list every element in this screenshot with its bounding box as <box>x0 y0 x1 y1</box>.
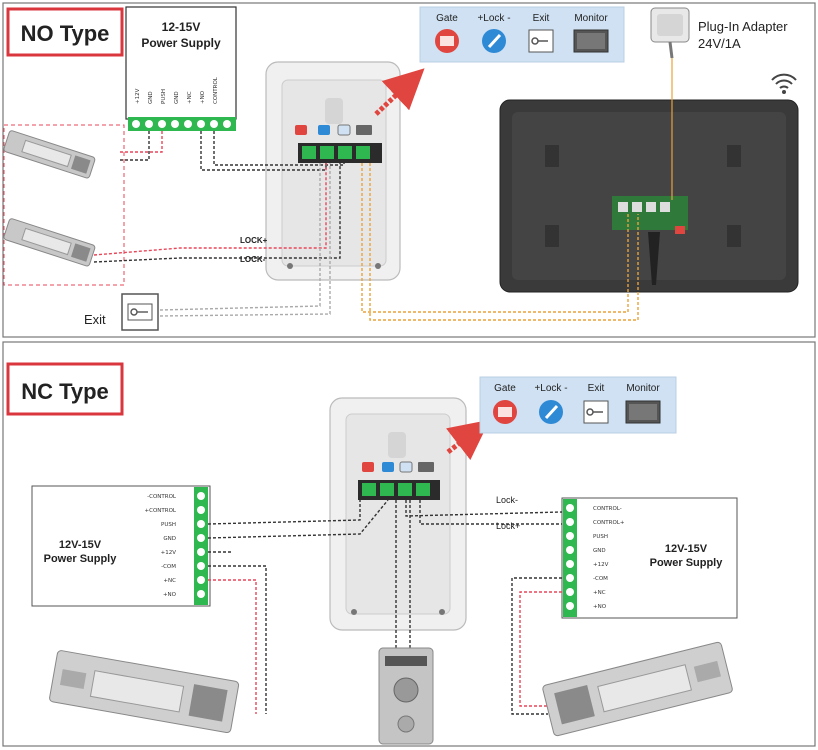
top-ps-terminal-labels: +12V GND PUSH GND +NC +NO CONTROL <box>135 76 219 104</box>
electric-strike-lock <box>3 130 96 179</box>
left-ps-terminal-label: -COM <box>161 564 176 570</box>
lock-minus-label: LOCK- <box>240 255 266 264</box>
monitor-terminal-board <box>612 196 688 230</box>
adapter-rating: 24V/1A <box>698 36 741 51</box>
wifi-icon <box>771 73 797 94</box>
lock-icon <box>318 125 330 135</box>
top-ps-voltage: 12-15V <box>162 20 201 34</box>
legend-pointer-arrow <box>374 68 425 116</box>
nc-type-label: NC Type <box>21 379 109 404</box>
left-ps-title: Power Supply <box>44 553 118 565</box>
monitor-icon <box>356 125 372 135</box>
exit-key-icon <box>399 461 413 473</box>
top-ps-terminal-label: PUSH <box>161 89 167 104</box>
gate-icon <box>295 125 307 135</box>
exit-key-icon <box>337 124 351 136</box>
left-ps-terminal-label: PUSH <box>161 522 176 528</box>
lock-plus-label: Lock+ <box>496 521 520 531</box>
legend-pointer-arrow <box>445 419 490 461</box>
right-ps-terminal-label: PUSH <box>593 534 608 540</box>
left-ps-terminal-label: +NC <box>163 578 176 584</box>
right-ps-voltage: 12V-15V <box>665 543 708 555</box>
top-wires <box>93 58 673 321</box>
legend-lock-label: +Lock - <box>534 383 567 394</box>
right-ps-terminal-label: CONTROL+ <box>593 520 625 526</box>
left-ps-terminal-label: GND <box>163 536 176 542</box>
left-ps-terminal-label: +CONTROL <box>145 508 177 514</box>
bottom-panel: NC Type 12V-15V Power Supply -CONTROL +C… <box>2 341 816 747</box>
right-ps-title: Power Supply <box>650 557 724 569</box>
right-ps-terminal-label: +NC <box>593 590 606 596</box>
top-ps-terminal-label: GND <box>174 91 180 104</box>
lock-plus-label: LOCK+ <box>240 236 268 245</box>
plug-in-adapter: Plug-In Adapter 24V/1A <box>650 7 788 59</box>
left-power-supply: 12V-15V Power Supply -CONTROL +CONTROL P… <box>31 485 211 607</box>
left-ps-terminal-block <box>194 487 208 605</box>
right-ps-terminal-label: CONTROL- <box>593 506 622 512</box>
monitor-icon <box>418 462 434 472</box>
left-electric-strike-lock <box>49 650 240 734</box>
no-type-label: NO Type <box>21 21 110 46</box>
legend-gate-label: Gate <box>436 13 458 24</box>
right-electric-strike-lock <box>542 641 733 737</box>
lock-group-frame <box>3 124 125 286</box>
top-ps-terminal-label: +NC <box>187 91 193 104</box>
key-icon <box>393 677 419 703</box>
right-ps-terminal-label: GND <box>593 548 606 554</box>
right-power-supply: CONTROL- CONTROL+ PUSH GND +12V -COM +NC… <box>561 497 738 619</box>
left-ps-voltage: 12V-15V <box>59 539 102 551</box>
left-ps-terminal-label: +12V <box>161 550 177 556</box>
bottom-wires <box>207 499 563 715</box>
indoor-monitor-back <box>499 99 799 293</box>
top-panel: NO Type 12-15V Power Supply +12V GND PUS… <box>2 2 816 338</box>
outdoor-station-back <box>265 61 401 281</box>
electric-strike-lock <box>3 218 96 267</box>
right-ps-terminal-label: -COM <box>593 576 608 582</box>
legend-monitor-label: Monitor <box>574 13 608 24</box>
gate-icon <box>362 462 374 472</box>
top-power-supply: 12-15V Power Supply +12V GND PUSH GND +N… <box>125 6 237 131</box>
top-legend-panel: Gate +Lock - Exit Monitor <box>419 6 625 63</box>
right-ps-terminal-label: +NO <box>593 604 607 610</box>
top-ps-title: Power Supply <box>141 36 221 50</box>
adapter-label: Plug-In Adapter <box>698 19 788 34</box>
lock-icon <box>382 462 394 472</box>
legend-monitor-label: Monitor <box>626 383 660 394</box>
nc-type-badge: NC Type <box>6 362 124 416</box>
no-type-badge: NO Type <box>6 7 124 57</box>
hand-push-icon <box>397 715 415 733</box>
legend-exit-label: Exit <box>533 13 550 24</box>
legend-gate-label: Gate <box>494 383 516 394</box>
top-ps-terminal-label: +NO <box>200 90 206 104</box>
top-ps-terminal-block <box>128 117 236 131</box>
bottom-legend-panel: Gate +Lock - Exit Monitor <box>479 376 677 434</box>
top-ps-terminal-label: CONTROL <box>213 76 219 104</box>
left-ps-terminal-label: -CONTROL <box>147 494 177 500</box>
exit-label: Exit <box>84 312 106 327</box>
top-ps-terminal-label: GND <box>148 91 154 104</box>
legend-exit-label: Exit <box>588 383 605 394</box>
bottom-outdoor-station-back <box>329 397 467 631</box>
lock-minus-label: Lock- <box>496 495 518 505</box>
left-ps-terminal-label: +NO <box>163 592 177 598</box>
legend-lock-label: +Lock - <box>477 13 510 24</box>
right-ps-terminal-block <box>563 499 577 617</box>
exit-push-button <box>378 647 434 745</box>
right-ps-terminal-label: +12V <box>593 562 609 568</box>
exit-button-panel: Exit <box>84 293 159 331</box>
top-ps-terminal-label: +12V <box>135 88 141 104</box>
